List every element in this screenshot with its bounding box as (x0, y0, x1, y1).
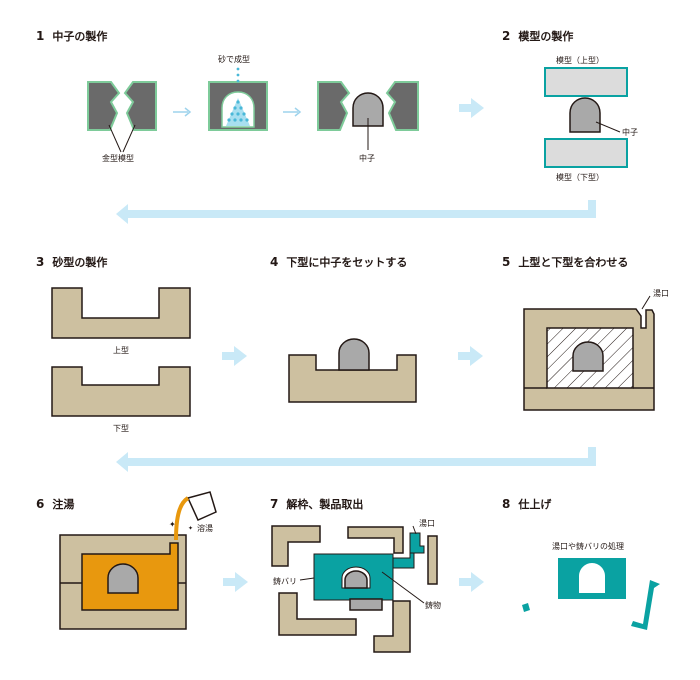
step4-lower-mold-with-core (288, 338, 417, 403)
step7-mold-piece-top-right (347, 526, 438, 585)
step8-finished-casting (522, 558, 660, 630)
flash-label: 鋳バリ (273, 577, 297, 586)
core-label-step1: 中子 (359, 154, 375, 163)
sand-forming-label: 砂で成型 (218, 55, 250, 64)
big-arrow-7-to-8 (459, 572, 484, 592)
step1-opened-mold (317, 81, 419, 131)
core-shape-1 (352, 92, 384, 150)
step6-mold-with-molten-metal (59, 534, 187, 630)
big-arrow-6-to-7 (223, 572, 248, 592)
svg-text:✦: ✦ (188, 525, 193, 532)
falling-sand-dots (236, 67, 240, 83)
step7-mold-piece-bottom-right (373, 600, 411, 653)
step1-small-arrow-2 (283, 107, 302, 117)
sprue-label-step5: 湯口 (653, 289, 669, 298)
step3-upper-sand-mold (51, 287, 191, 339)
pattern-upper-label: 模型（上型） (556, 56, 604, 65)
step1-mold-with-sand (208, 81, 268, 131)
step5-assembled-mold (523, 295, 655, 411)
finishing-note-label: 湯口や鋳バリの処理 (552, 542, 624, 551)
metal-pattern-label: 金型模型 (102, 154, 134, 163)
upper-mold-label: 上型 (113, 346, 129, 355)
core-label-step2: 中子 (622, 128, 638, 137)
sprue-label-step7: 湯口 (419, 519, 435, 528)
step7-mold-piece-bottom-left (278, 592, 357, 636)
lower-mold-label: 下型 (113, 424, 129, 433)
big-arrow-3-to-4 (222, 346, 247, 366)
step3-lower-sand-mold (51, 366, 191, 417)
ladle-pouring: ✦ ✦ (169, 491, 217, 541)
molten-metal-label: 溶湯 (197, 524, 213, 533)
pattern-lower-label: 模型（下型） (556, 173, 604, 182)
step1-left-metal-pattern (87, 81, 157, 131)
big-arrow-1-to-2 (459, 98, 484, 118)
step7-mold-piece-top-left (271, 525, 321, 567)
core-shape-2 (569, 97, 621, 133)
pattern-upper-block (544, 67, 628, 97)
return-arrow-row1 (116, 200, 596, 224)
return-arrow-row2 (116, 447, 596, 472)
casting-label: 鋳物 (425, 601, 441, 610)
step1-small-arrow-1 (173, 107, 192, 117)
pattern-lower-block (544, 138, 628, 168)
svg-text:✦: ✦ (169, 520, 176, 529)
step7-casting (299, 525, 425, 611)
metal-pattern-leader-lines (108, 124, 136, 153)
big-arrow-4-to-5 (458, 346, 483, 366)
